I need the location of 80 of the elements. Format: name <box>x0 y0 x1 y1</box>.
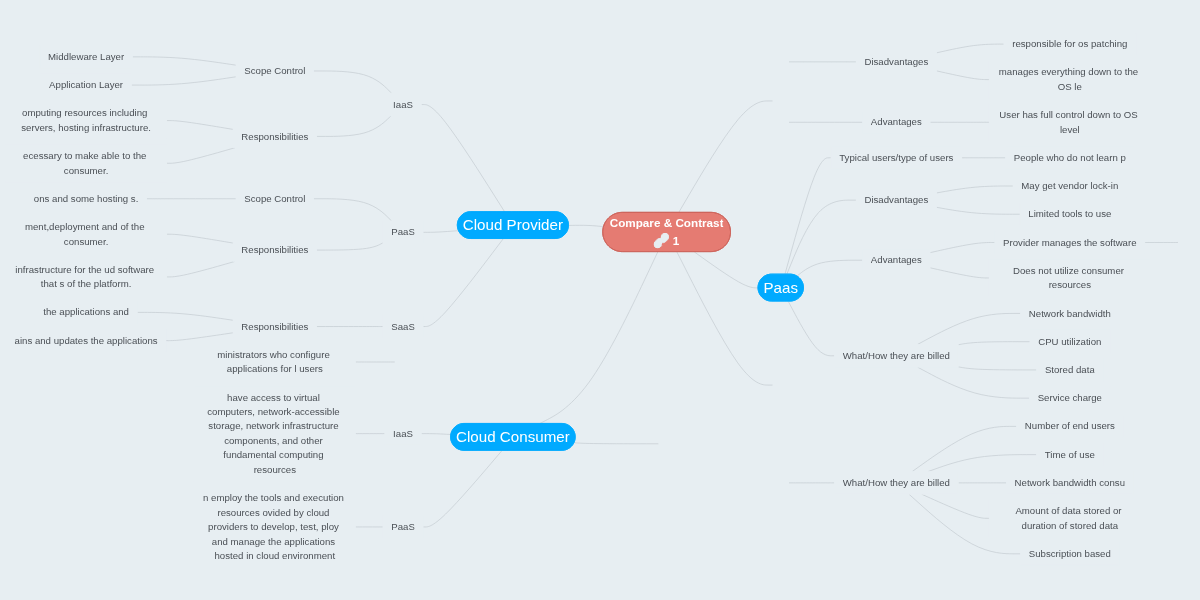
node-text: the applications and <box>43 306 129 318</box>
connector <box>316 242 384 251</box>
node-text: May get vendor lock-in <box>1021 180 1119 192</box>
connector <box>784 157 832 275</box>
node-text: SaaS <box>391 320 415 332</box>
node-text: Time of use <box>1044 448 1095 460</box>
connector <box>957 366 1037 371</box>
node-text: PaaS <box>391 226 415 238</box>
node-text: ons and some hosting s. <box>33 192 139 204</box>
node-text: Scope Control <box>244 192 306 204</box>
connector <box>936 206 1021 215</box>
connector <box>917 313 1021 345</box>
connector <box>166 261 236 278</box>
node-text: Responsibilities <box>241 320 309 332</box>
node-text: Responsibilities <box>241 244 309 256</box>
connector <box>911 426 1017 472</box>
connector <box>422 238 504 327</box>
node-text: omputing resources including servers, hosting infrastructure. <box>21 107 151 133</box>
node-text: Subscription based <box>1028 547 1111 559</box>
connector <box>316 115 392 137</box>
connector <box>796 259 863 277</box>
node-text: ecessary to make able to the consumer. <box>23 150 147 176</box>
node-text: Provider manages the software <box>1003 236 1137 248</box>
connector <box>936 70 990 80</box>
node-text: Responsibilities <box>241 130 309 142</box>
node-text: Network bandwidth <box>1028 307 1111 319</box>
connector <box>420 104 506 213</box>
node-text: What/How they are billed <box>842 349 950 361</box>
node-text: manages everything down to the OS le <box>998 66 1139 92</box>
node-text: ains and updates the applications <box>14 334 158 346</box>
node-text: infrastructure for the ud software that s of the platform. <box>15 263 155 290</box>
node-text: Advantages <box>870 254 922 266</box>
node-text: IaaS <box>393 427 413 439</box>
connector <box>936 185 1014 194</box>
node-text: have access to virtual computers, network-accessible storage, network infrastructure components, and other fundamental computing resources <box>207 391 340 475</box>
connector <box>908 493 1021 555</box>
node-text: Limited tools to use <box>1028 208 1112 220</box>
connector <box>929 242 996 253</box>
node-text: What/How they are billed <box>842 477 950 489</box>
connector <box>166 233 234 244</box>
node-text: Scope Control <box>244 65 306 77</box>
connector <box>165 332 234 341</box>
node-text: Stored data <box>1044 364 1095 376</box>
node-text: Disadvantages <box>864 194 929 206</box>
connector <box>422 450 503 528</box>
node-text: responsible for os patching <box>1012 38 1128 50</box>
connector <box>786 199 857 275</box>
connector <box>936 43 1005 54</box>
connector <box>676 251 773 386</box>
connector <box>957 341 1031 346</box>
node-text: Disadvantages <box>864 56 929 68</box>
node-text: Middleware Layer <box>48 51 125 63</box>
node-text: People who do not learn p <box>1013 151 1126 163</box>
node-text: IaaS <box>393 98 413 110</box>
connector <box>132 56 237 66</box>
connector <box>313 198 392 222</box>
node-text: n employ the tools and execution resources ovided by cloud providers to develop, test, ploy and manage the applications hosted in cloud environment <box>202 492 344 562</box>
connector <box>787 301 835 357</box>
node-text: Number of end users <box>1024 420 1115 432</box>
connector <box>929 267 990 279</box>
node-text: ment,deployment and of the consumer. <box>24 221 145 247</box>
connector <box>539 251 659 425</box>
node-text: Application Layer <box>49 79 124 91</box>
connector <box>678 100 773 214</box>
connector <box>166 147 236 164</box>
connector <box>166 120 234 130</box>
node-text: Amount of data stored or duration of stored data <box>1015 505 1122 531</box>
node-text: Network bandwidth consu <box>1014 477 1126 489</box>
node-text: Service charge <box>1037 392 1102 404</box>
connector <box>131 76 237 86</box>
node-text: CPU utilization <box>1038 335 1102 347</box>
node-text: Does not utilize consumer resources <box>1013 264 1124 291</box>
node-text: Typical users/type of users <box>839 151 954 163</box>
connector <box>313 70 392 94</box>
connector <box>694 251 759 289</box>
node-text: PaaS <box>391 521 415 533</box>
node-text: ministrators who configure applications for l users <box>217 348 330 375</box>
node-text: Advantages <box>870 116 922 128</box>
node-text: User has full control down to OS level <box>999 109 1138 135</box>
connector <box>136 312 234 321</box>
